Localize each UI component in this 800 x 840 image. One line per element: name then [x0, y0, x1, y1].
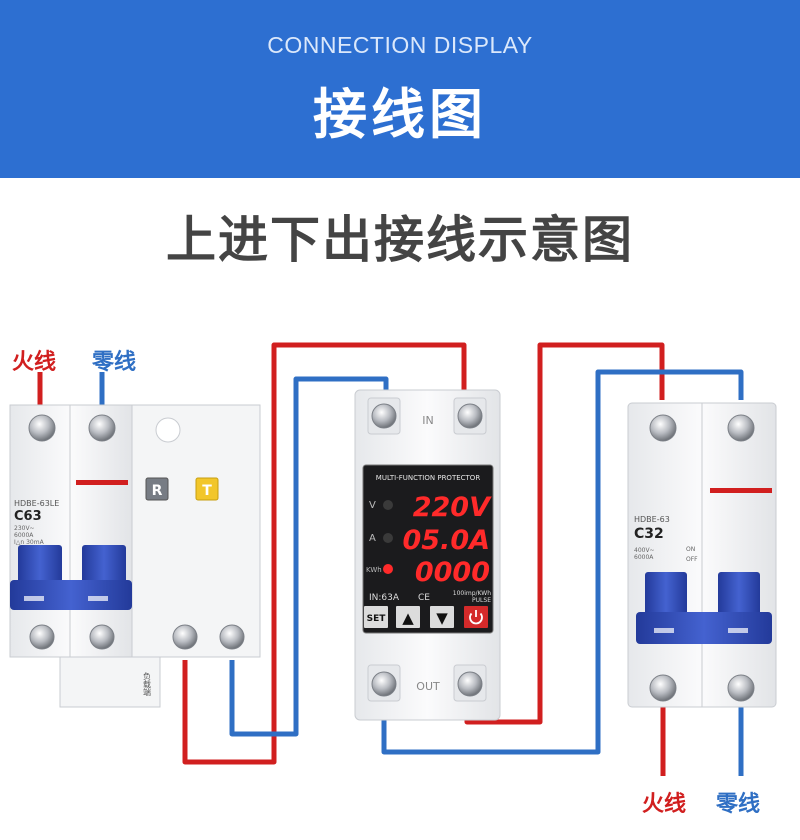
screw-icon	[457, 403, 483, 429]
up-arrow-icon: ▲	[402, 609, 414, 627]
mcb-on-label: ON	[686, 546, 695, 553]
screw-icon	[88, 414, 116, 442]
mcb-off-label: OFF	[686, 556, 698, 563]
rcbo-spec-line: 6000A	[14, 532, 34, 539]
rcbo-t-button	[195, 477, 219, 501]
rcbo-handle	[18, 545, 62, 585]
wires	[37, 342, 744, 776]
mcb-model: HDBE-63	[634, 515, 670, 524]
pulse-label: PULSE	[472, 597, 491, 604]
screw-icon	[649, 414, 677, 442]
pulse-rate: 100imp/KWh	[453, 590, 491, 597]
down-arrow-icon: ▼	[436, 609, 448, 627]
protector-screen	[362, 464, 494, 634]
rcbo-spec-line: I△n 30mA	[14, 539, 45, 546]
live-wire-rcbo-to-protector	[182, 342, 467, 765]
neutral-wire-rcbo-to-protector	[229, 376, 389, 737]
protector-rating: IN:63A	[369, 593, 400, 603]
multifunction-protector: IN MULTI-FUNCTION PROTECTOR V A KWh 220V…	[354, 389, 501, 721]
mcb-breaker: HDBE-63 C32 400V~ 6000A ON OFF	[627, 402, 777, 708]
mcb-spec-line: 400V~	[634, 547, 655, 554]
rcbo-side-text: 负载端	[143, 671, 152, 697]
screw-icon	[727, 674, 755, 702]
set-button[interactable]	[364, 606, 388, 628]
svg-text:SET: SET	[367, 614, 387, 624]
protector-row-label: KWh	[366, 566, 382, 574]
neutral-wire-protector-to-mcb	[381, 369, 744, 755]
screw-icon	[219, 624, 245, 650]
rcbo-handle	[82, 545, 126, 585]
header-subtitle: CONNECTION DISPLAY	[267, 32, 533, 58]
protector-out-label: OUT	[416, 680, 440, 693]
screw-icon	[29, 624, 55, 650]
mcb-rating: C32	[634, 526, 664, 542]
power-icon	[469, 612, 483, 625]
energy-readout: 0000	[415, 557, 490, 588]
screw-icon	[89, 624, 115, 650]
left-neutral-label: 零线	[92, 350, 137, 375]
screw-icon	[28, 414, 56, 442]
rcbo-model: HDBE-63LE	[14, 499, 59, 508]
protector-row-label: A	[369, 533, 376, 544]
svg-text:T: T	[202, 483, 212, 499]
mcb-handle	[645, 572, 687, 622]
right-live-label: 火线	[642, 792, 687, 817]
protector-row-label: V	[369, 500, 376, 511]
mcb-spec-line: 6000A	[634, 554, 654, 561]
protector-in-label: IN	[422, 414, 433, 427]
ce-mark: CE	[418, 593, 430, 603]
rcbo-breaker: HDBE-63LE C63 230V~ 6000A I△n 30mA R T 负…	[9, 404, 261, 708]
screw-icon	[649, 674, 677, 702]
screw-icon	[371, 671, 397, 697]
svg-text:R: R	[152, 483, 163, 499]
protector-brand: MULTI-FUNCTION PROTECTOR	[376, 474, 481, 482]
voltage-readout: 220V	[413, 492, 492, 523]
screw-icon	[371, 403, 397, 429]
screw-icon	[172, 624, 198, 650]
current-readout: 05.0A	[402, 525, 490, 556]
header-title: 接线图	[313, 83, 487, 146]
mcb-handle	[718, 572, 760, 622]
up-button[interactable]	[396, 606, 420, 628]
down-button[interactable]	[430, 606, 454, 628]
left-live-label: 火线	[12, 350, 57, 375]
rcbo-rating: C63	[14, 509, 42, 524]
screw-icon	[727, 414, 755, 442]
kwh-indicator-led	[383, 564, 393, 574]
header-banner: CONNECTION DISPLAY 接线图	[0, 0, 800, 178]
diagram-heading: 上进下出接线示意图	[166, 211, 634, 269]
screw-icon	[457, 671, 483, 697]
rcbo-spec-line: 230V~	[14, 525, 35, 532]
rcbo-r-button	[145, 477, 169, 501]
right-neutral-label: 零线	[716, 792, 761, 817]
